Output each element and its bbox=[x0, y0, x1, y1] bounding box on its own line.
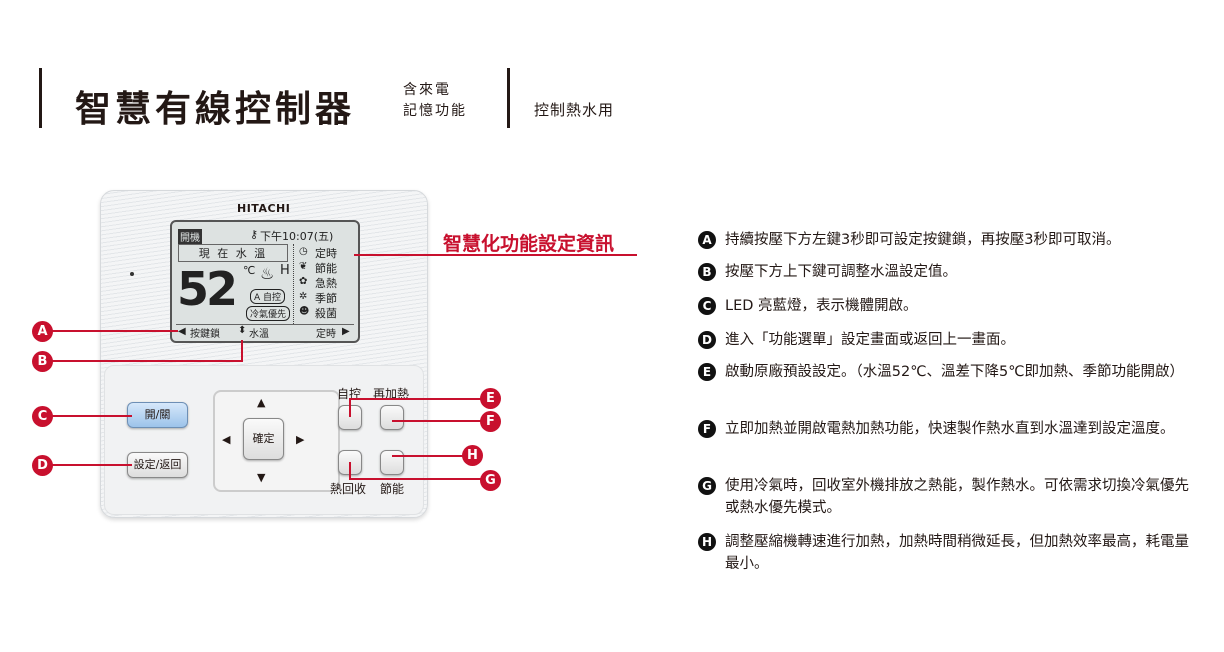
function-timer: 定時 bbox=[315, 247, 337, 260]
list-item: F 立即加熱並開啟電熱加熱功能，快速製作熱水直到水溫達到設定溫度。 bbox=[698, 418, 1200, 440]
item-text: 立即加熱並開啟電熱加熱功能，快速製作熱水直到水溫達到設定溫度。 bbox=[725, 421, 1175, 437]
down-arrow-button[interactable]: ▼ bbox=[257, 471, 266, 484]
item-text: 持續按壓下方左鍵3秒即可設定按鍵鎖，再按壓3秒即可取消。 bbox=[725, 232, 1121, 248]
key-icon: ⚷ bbox=[250, 228, 259, 241]
leader-line bbox=[241, 340, 243, 362]
label-b: B bbox=[32, 351, 53, 372]
leaf-icon: ❦ bbox=[299, 261, 308, 272]
function-season: 季節 bbox=[315, 292, 337, 305]
clock-time: 下午10:07(五) bbox=[260, 230, 334, 243]
power-button[interactable]: 開/關 bbox=[127, 402, 188, 428]
page-title: 智慧有線控制器 bbox=[75, 89, 356, 130]
item-key: G bbox=[698, 477, 716, 495]
item-key: D bbox=[698, 331, 716, 349]
temp-value: 52 bbox=[177, 262, 238, 316]
label-a: A bbox=[32, 321, 53, 342]
item-text: 啟動原廠預設設定。（水溫52℃、溫差下降5℃即加熱、季節功能開啟） bbox=[725, 364, 1184, 380]
power-status: 開機 bbox=[178, 229, 202, 244]
label-h: H bbox=[462, 445, 483, 466]
list-item: H 調整壓縮機轉速進行加熱，加熱時間稍微延長，但加熱效率最高，耗電量最小。 bbox=[698, 531, 1200, 575]
leader-line bbox=[392, 455, 472, 457]
leader-line bbox=[349, 478, 489, 480]
label-f: F bbox=[480, 411, 501, 432]
item-key: C bbox=[698, 297, 716, 315]
auto-label: 自控 bbox=[337, 387, 362, 401]
heat-recovery-label: 熱回收 bbox=[330, 482, 367, 496]
reheat-button[interactable] bbox=[380, 405, 404, 430]
confirm-button[interactable]: 確定 bbox=[243, 418, 284, 460]
leader-line bbox=[349, 398, 489, 400]
label-e: E bbox=[480, 388, 501, 409]
up-arrow-button[interactable]: ▲ bbox=[257, 396, 266, 409]
list-item: C LED 亮藍燈，表示機體開啟。 bbox=[698, 295, 1200, 317]
sensor-dot bbox=[130, 272, 134, 276]
item-key: H bbox=[698, 533, 716, 551]
item-text: LED 亮藍燈，表示機體開啟。 bbox=[725, 298, 918, 314]
callout-title: 智慧化功能設定資訊 bbox=[443, 233, 615, 255]
leader-line bbox=[52, 464, 132, 466]
item-key: F bbox=[698, 420, 716, 438]
subtitle: 含來電記憶功能 bbox=[403, 80, 467, 122]
item-key: E bbox=[698, 363, 716, 381]
list-item: G 使用冷氣時，回收室外機排放之熱能，製作熱水。可依需求切換冷氣優先或熱水優先模式… bbox=[698, 475, 1200, 519]
divider bbox=[39, 68, 42, 128]
hot-water-icon: ♨ bbox=[260, 264, 275, 283]
leader-line bbox=[52, 330, 178, 332]
heat-level: H bbox=[280, 263, 290, 278]
item-key: A bbox=[698, 231, 716, 249]
season-icon: ✲ bbox=[299, 291, 308, 302]
current-temp-label: 現 在 水 溫 bbox=[178, 244, 288, 262]
updown-icon: ⬍ bbox=[238, 325, 247, 336]
set-back-button[interactable]: 設定/返回 bbox=[127, 452, 188, 478]
function-rapid: 急熱 bbox=[315, 277, 337, 290]
item-text: 使用冷氣時，回收室外機排放之熱能，製作熱水。可依需求切換冷氣優先或熱水優先模式。 bbox=[725, 478, 1189, 516]
item-text: 按壓下方上下鍵可調整水溫設定值。 bbox=[725, 264, 957, 280]
flame-icon: ✿ bbox=[299, 276, 308, 287]
leader-line bbox=[52, 360, 242, 362]
item-text: 調整壓縮機轉速進行加熱，加熱時間稍微延長，但加熱效率最高，耗電量最小。 bbox=[725, 534, 1189, 572]
list-item: A 持續按壓下方左鍵3秒即可設定按鍵鎖，再按壓3秒即可取消。 bbox=[698, 229, 1200, 251]
subtitle-line: 記憶功能 bbox=[403, 103, 467, 119]
mode-badge: A 自控 bbox=[250, 289, 286, 304]
leader-line bbox=[349, 398, 351, 417]
leader-line bbox=[392, 420, 490, 422]
timer-label: 定時 bbox=[316, 329, 336, 340]
subtitle-line: 含來電 bbox=[403, 82, 451, 98]
list-item: E 啟動原廠預設設定。（水溫52℃、溫差下降5℃即加熱、季節功能開啟） bbox=[698, 361, 1200, 383]
function-sterilize: 殺菌 bbox=[315, 307, 337, 320]
clock-icon: ◷ bbox=[299, 246, 308, 257]
label-c: C bbox=[32, 406, 53, 427]
divider bbox=[293, 244, 294, 324]
brand-logo: HITACHI bbox=[237, 202, 291, 215]
priority-badge: 冷氣優先 bbox=[246, 306, 291, 321]
lcd-bottom-bar: ◀ 按鍵鎖 ⬍ 水溫 定時 ▶ bbox=[176, 324, 354, 340]
leader-line bbox=[52, 415, 132, 417]
water-temp-label: 水溫 bbox=[249, 329, 269, 340]
left-arrow-button[interactable]: ◀ bbox=[222, 433, 231, 446]
divider bbox=[507, 68, 510, 128]
callout-line bbox=[354, 254, 637, 256]
label-g: G bbox=[480, 470, 501, 491]
item-key: B bbox=[698, 263, 716, 281]
list-item: B 按壓下方上下鍵可調整水溫設定值。 bbox=[698, 261, 1200, 283]
usage-text: 控制熱水用 bbox=[534, 101, 615, 119]
item-text: 進入「功能選單」設定畫面或返回上一畫面。 bbox=[725, 332, 1015, 348]
leader-line bbox=[349, 462, 351, 479]
function-eco: 節能 bbox=[315, 262, 337, 275]
right-arrow-icon: ▶ bbox=[342, 326, 350, 337]
left-arrow-icon: ◀ bbox=[178, 326, 186, 337]
reheat-label: 再加熱 bbox=[373, 387, 410, 401]
sterilize-icon: ☻ bbox=[299, 306, 310, 317]
key-lock-label: 按鍵鎖 bbox=[190, 329, 220, 340]
label-d: D bbox=[32, 455, 53, 476]
lcd-screen: 開機 ⚷ 下午10:07(五) 現 在 水 溫 52 ℃ ♨ H A 自控 冷氣… bbox=[170, 220, 360, 343]
list-item: D 進入「功能選單」設定畫面或返回上一畫面。 bbox=[698, 329, 1200, 351]
temp-unit: ℃ bbox=[243, 264, 256, 277]
eco-button[interactable] bbox=[380, 450, 404, 475]
eco-label: 節能 bbox=[380, 482, 405, 496]
right-arrow-button[interactable]: ▶ bbox=[296, 433, 305, 446]
